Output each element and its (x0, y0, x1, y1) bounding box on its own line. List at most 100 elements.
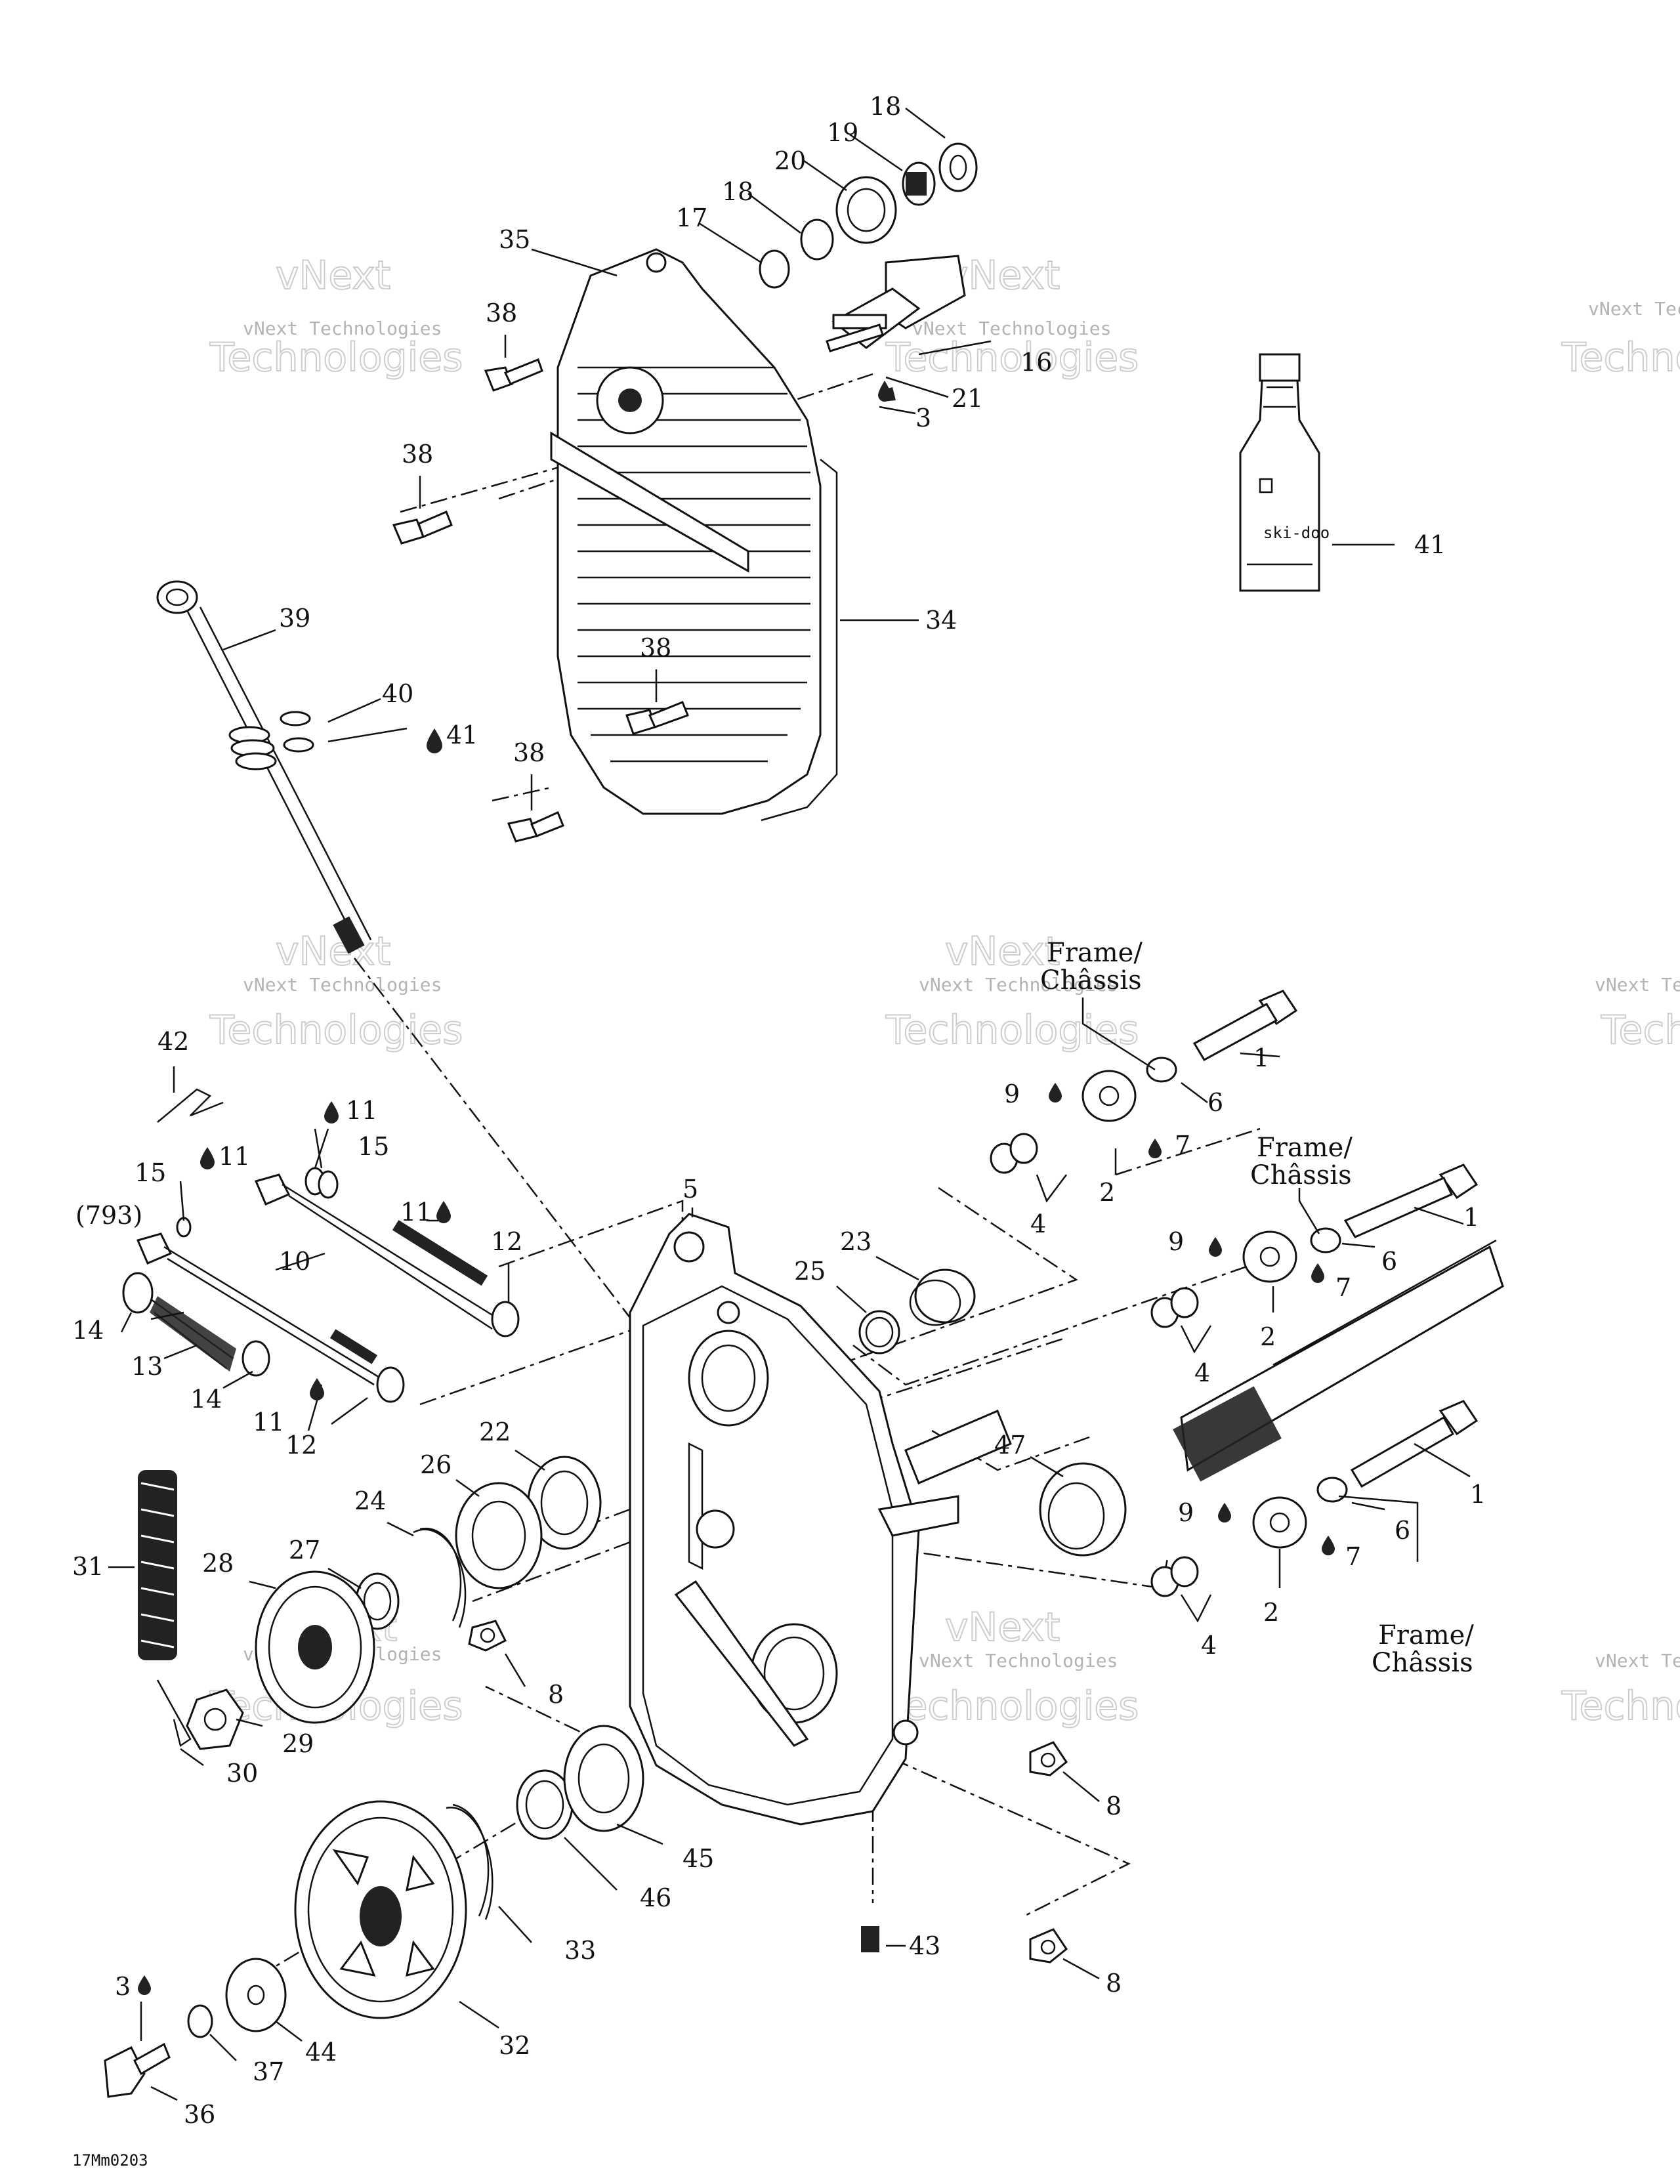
upper-sprocket (156, 1570, 375, 1750)
watermarks: Technologies vNext vNext Technologies Te… (209, 252, 1680, 1730)
callout-47: 47 (994, 1431, 1026, 1460)
frame-label-line1: Frame/ (1257, 1133, 1353, 1163)
callout-25: 25 (794, 1257, 826, 1286)
watermark-brand: vNext (276, 253, 390, 299)
callout-26: 26 (420, 1450, 452, 1479)
callout-4: 4 (1201, 1631, 1217, 1660)
watermark-large: Technologies (1561, 335, 1680, 381)
callout-43: 43 (909, 1931, 940, 1960)
callout-9: 9 (1004, 1080, 1020, 1108)
bolts-38 (392, 358, 689, 843)
callout-793: (793) (75, 1201, 142, 1230)
watermark-small: vNext Technologies (243, 974, 442, 996)
callout-21: 21 (952, 384, 983, 413)
lower-gear (104, 1725, 879, 2098)
drop-icon (1322, 1536, 1335, 1555)
callout-7: 7 (1345, 1542, 1361, 1571)
callout-2: 2 (1260, 1322, 1276, 1351)
drop-icon (427, 728, 442, 753)
cotter-clip (157, 1088, 224, 1123)
callout-30: 30 (226, 1759, 258, 1788)
drop-icon (310, 1378, 324, 1400)
callout-3: 3 (915, 404, 931, 432)
callout-9: 9 (1168, 1227, 1184, 1256)
frame-bolt-set-3 (1150, 1400, 1479, 1597)
watermark-large: Technologies (885, 335, 1139, 381)
callout-37: 37 (253, 2057, 284, 2086)
callout-33: 33 (564, 1936, 596, 1965)
callout-13: 13 (131, 1352, 163, 1381)
cover-fins (578, 366, 810, 763)
callout-32: 32 (499, 2031, 530, 2060)
drop-icon (324, 1101, 339, 1124)
watermark-large: Technologies (885, 1007, 1139, 1053)
frame-bolt-set-2 (1150, 1164, 1479, 1328)
callout-2: 2 (1099, 1178, 1115, 1207)
dipstick (156, 580, 372, 954)
callout-28: 28 (202, 1549, 234, 1578)
drive-axle (1039, 1239, 1504, 1557)
watermark-small: vNext Technologies (919, 1650, 1118, 1671)
callout-12: 12 (491, 1227, 522, 1256)
callout-8: 8 (548, 1680, 564, 1709)
watermark-brand: vNext (945, 929, 1060, 975)
callout-16: 16 (1020, 348, 1052, 377)
oil-bottle: ski-doo (1239, 353, 1330, 592)
callout-38: 38 (402, 440, 433, 469)
callout-6: 6 (1381, 1247, 1397, 1276)
callout-18: 18 (870, 92, 901, 121)
watermark-large: Technologies (1601, 1007, 1680, 1053)
watermark-large: Technologies (209, 1007, 463, 1053)
callout-8: 8 (1106, 1969, 1122, 1998)
watermark-small: vNext Technologies (1595, 1650, 1680, 1671)
frame-bolt-set-1 (990, 990, 1298, 1174)
callout-6: 6 (1208, 1088, 1223, 1117)
drop-icon (878, 381, 891, 402)
callout-40: 40 (382, 679, 413, 708)
frame-label-line1: Frame/ (1047, 938, 1143, 968)
watermark-small: vNext Technologies (919, 974, 1118, 996)
drop-icon (200, 1147, 215, 1169)
callout-38: 38 (486, 299, 517, 327)
callout-12: 12 (285, 1431, 317, 1460)
watermark-small: vNext Technologies (243, 318, 442, 339)
callout-35: 35 (499, 225, 530, 254)
drop-icon (1148, 1139, 1162, 1158)
watermark-large: Technologies (885, 1683, 1139, 1729)
callout-17: 17 (676, 203, 707, 232)
callout-24: 24 (354, 1486, 386, 1515)
callout-36: 36 (184, 2100, 215, 2129)
callout-1: 1 (1470, 1480, 1486, 1509)
callout-41: 41 (1414, 530, 1446, 559)
callout-11: 11 (253, 1408, 284, 1437)
callout-7: 7 (1175, 1131, 1190, 1160)
flange-nuts-8 (1029, 1741, 1068, 1964)
frame-label-line2: Châssis (1372, 1648, 1473, 1678)
tensioner-assembly (759, 142, 978, 402)
chain-31 (138, 1470, 177, 1660)
callout-10: 10 (279, 1247, 310, 1276)
callout-18: 18 (722, 177, 753, 206)
callout-39: 39 (279, 604, 310, 633)
watermark-large: Technologies (1561, 1683, 1680, 1729)
frame-label-line1: Frame/ (1378, 1620, 1474, 1650)
callout-2: 2 (1263, 1598, 1279, 1627)
callout-34: 34 (925, 606, 957, 635)
frame-label-top: Frame/ Châssis (1040, 938, 1151, 996)
callout-9: 9 (1178, 1498, 1194, 1527)
callout-11: 11 (346, 1096, 377, 1125)
watermark-brand: vNext (945, 1605, 1060, 1650)
drop-icon (1311, 1263, 1324, 1283)
drop-icon (436, 1201, 451, 1223)
callout-42: 42 (158, 1027, 189, 1056)
drop-icon (1209, 1237, 1222, 1257)
callout-8: 8 (1106, 1792, 1122, 1820)
callout-45: 45 (682, 1844, 714, 1873)
frame-label-bottom: Frame/ Châssis (1372, 1620, 1482, 1678)
callout-1: 1 (1253, 1043, 1269, 1072)
adjuster-bolts (122, 1167, 520, 1403)
frame-labels: Frame/ Châssis Frame/ Châssis Frame/ Châ… (1040, 938, 1482, 1678)
drop-icon (1049, 1083, 1062, 1102)
callout-14: 14 (190, 1385, 222, 1414)
drop-icon (138, 1975, 151, 1995)
